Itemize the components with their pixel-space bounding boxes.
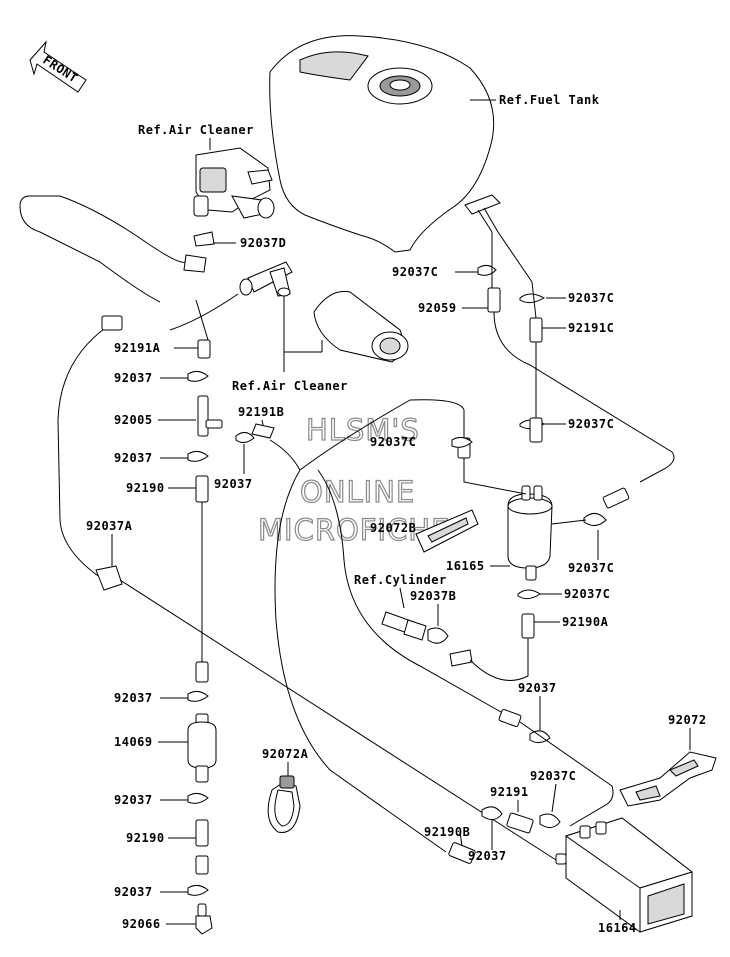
part-92037C-f-label: 92037C: [564, 587, 610, 601]
part-92037B-label: 92037B: [410, 589, 456, 603]
cylinder-fitting-drawing: [381, 611, 427, 641]
part-92037-e-label: 92037: [114, 691, 153, 705]
part-92072B-label: 92072B: [370, 521, 416, 535]
part-92191B-label: 92191B: [238, 405, 284, 419]
air-cleaner-box-drawing: [313, 290, 409, 363]
filter-14069-drawing: [187, 713, 217, 783]
fuel-tank-drawing: [269, 35, 501, 253]
tee-connector-drawing: [239, 261, 293, 297]
part-92037-h-label: 92037: [114, 885, 153, 899]
part-92037C-e-label: 92037C: [568, 561, 614, 575]
part-92190-a-label: 92190: [126, 481, 165, 495]
canister-16164-drawing: [555, 817, 694, 933]
part-92037C-b-label: 92037C: [568, 291, 614, 305]
ref-air-cleaner-mid-label: Ref.Air Cleaner: [232, 379, 348, 393]
part-92190B-label: 92190B: [424, 825, 470, 839]
part-92191A-label: 92191A: [114, 341, 161, 355]
part-92190-b-label: 92190: [126, 831, 165, 845]
part-92037A-label: 92037A: [86, 519, 133, 533]
part-92037-b-label: 92037: [114, 451, 153, 465]
part-92037-a-label: 92037: [114, 371, 153, 385]
part-92191-label: 92191: [490, 785, 529, 799]
filter-16165-drawing: [507, 485, 553, 581]
part-92191C-label: 92191C: [568, 321, 614, 335]
part-92037C-g-label: 92037C: [530, 769, 576, 783]
part-14069-label: 14069: [114, 735, 153, 749]
band-92072B-drawing: [415, 509, 479, 553]
watermark-line-2: ONLINE: [300, 475, 415, 509]
ref-air-cleaner-top-label: Ref.Air Cleaner: [138, 123, 254, 137]
fitting-92066-drawing: [195, 903, 213, 935]
part-92037C-d-label: 92037C: [568, 417, 614, 431]
part-92037C-c-label: 92037C: [370, 435, 416, 449]
part-92190A-label: 92190A: [562, 615, 609, 629]
part-16165-label: 16165: [446, 559, 485, 573]
ref-cylinder-label: Ref.Cylinder: [354, 573, 447, 587]
band-92072A-drawing: [267, 775, 301, 833]
part-92005-label: 92005: [114, 413, 153, 427]
part-92037-d-label: 92037: [518, 681, 557, 695]
part-92066-label: 92066: [122, 917, 161, 931]
watermark-line-1: HLSM'S: [306, 413, 420, 447]
air-cleaner-valve-drawing: [193, 147, 275, 219]
part-92037-f-label: 92037: [468, 849, 507, 863]
part-92037-g-label: 92037: [114, 793, 153, 807]
part-92037-c-label: 92037: [214, 477, 253, 491]
front-arrow: FRONT: [29, 40, 87, 93]
part-92059-label: 92059: [418, 301, 457, 315]
part-92072-label: 92072: [668, 713, 707, 727]
tee-fitting-92005-drawing: [197, 395, 223, 437]
part-92072A-label: 92072A: [262, 747, 309, 761]
ref-fuel-tank-label: Ref.Fuel Tank: [499, 93, 600, 107]
part-16164-label: 16164: [598, 921, 637, 935]
part-92037C-a-label: 92037C: [392, 265, 438, 279]
part-92037D-label: 92037D: [240, 236, 286, 250]
watermark-line-3: MICROFICHE: [258, 513, 450, 547]
bracket-92072-drawing: [619, 751, 717, 807]
